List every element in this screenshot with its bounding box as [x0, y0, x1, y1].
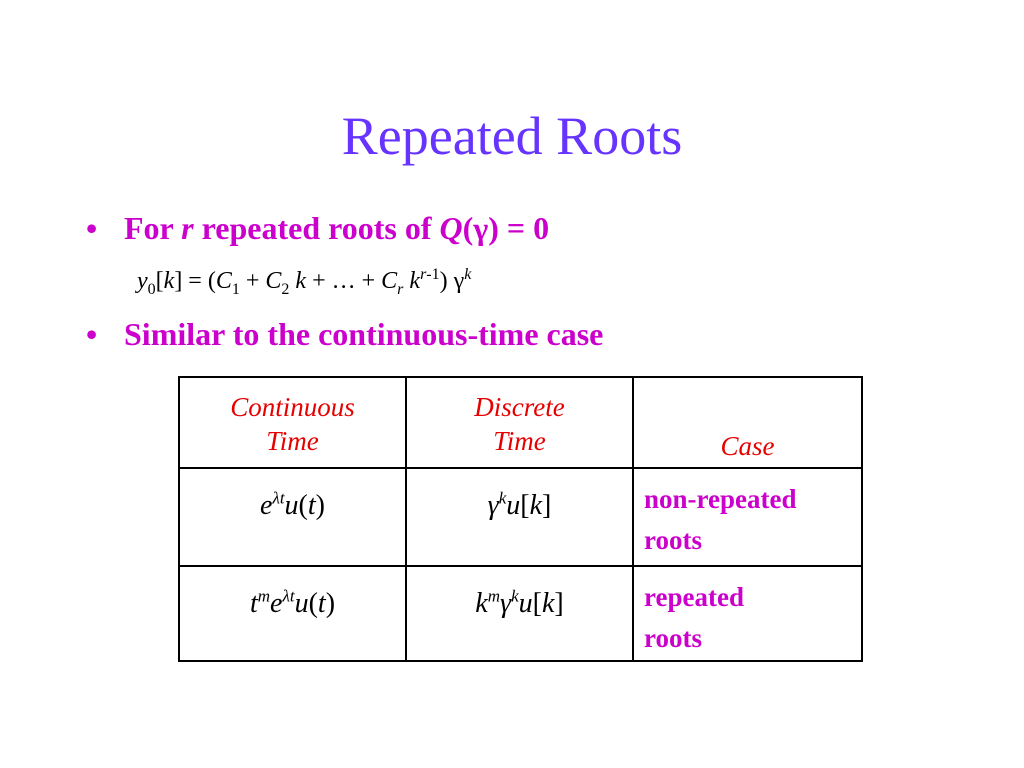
- bullet-text: For r repeated roots of Q(γ) = 0: [124, 210, 550, 246]
- bullet-dot: •: [86, 210, 98, 246]
- slide-title: Repeated Roots: [341, 106, 683, 166]
- zero-input-formula: y0[k] = (C1 + C2 k + … + Cr kr-1) γk: [137, 266, 472, 298]
- bullet-dot: •: [86, 316, 98, 352]
- continuous-expression: tmeλtu(t): [178, 565, 407, 662]
- header-case: Case: [632, 376, 863, 469]
- bullet-text: Similar to the continuous-time case: [124, 316, 604, 352]
- bullet-repeated-roots: • For r repeated roots of Q(γ) = 0: [86, 208, 549, 248]
- bullet-similar-continuous: • Similar to the continuous-time case: [86, 314, 603, 354]
- discrete-expression: kmγku[k]: [405, 565, 634, 662]
- discrete-expression: γku[k]: [405, 467, 634, 567]
- continuous-expression: eλtu(t): [178, 467, 407, 567]
